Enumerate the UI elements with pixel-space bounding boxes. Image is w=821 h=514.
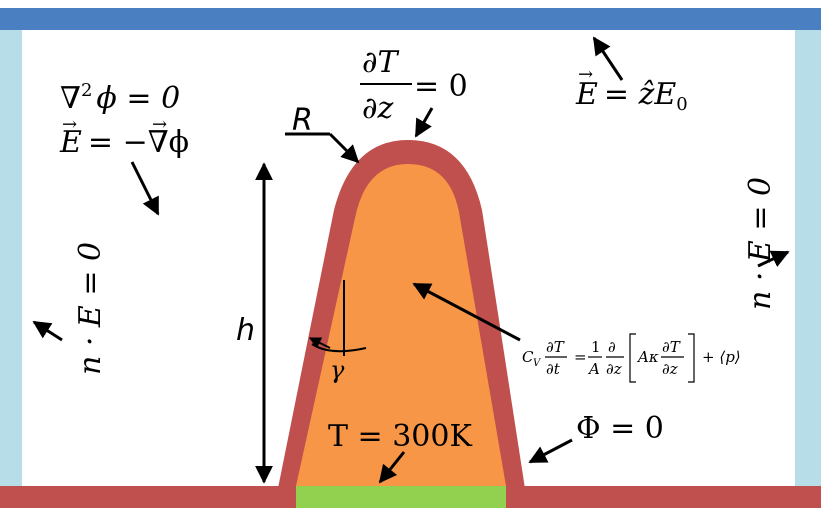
svg-text:∂T: ∂T (546, 338, 565, 356)
left-side-boundary (0, 30, 22, 486)
angle-label: γ (330, 356, 345, 384)
vector-arrow-E1: → (62, 114, 77, 135)
vector-arrow-grad: → (152, 114, 167, 135)
right-boundary-condition: n · E = 0 (743, 177, 778, 310)
svg-text:∂T: ∂T (662, 338, 681, 356)
arrow-left-bc (32, 320, 63, 342)
svg-text:1: 1 (591, 338, 601, 356)
arrow-potential-zero (528, 438, 573, 464)
angle-arrow (308, 337, 331, 349)
arrow-right-bc (757, 250, 790, 268)
arrow-laplace (130, 161, 160, 216)
svg-text:∂: ∂ (608, 338, 616, 356)
radius-label: R (292, 103, 313, 138)
flux-numerator: ∂T (362, 45, 400, 80)
arrow-flux (414, 107, 434, 138)
svg-text:A: A (587, 360, 600, 378)
svg-text:∂z: ∂z (606, 360, 622, 378)
height-label: h (236, 313, 255, 348)
svg-text:V: V (533, 358, 542, 369)
svg-text:Aκ: Aκ (636, 348, 659, 366)
applied-field-label: E= ẑE0 (575, 77, 688, 115)
svg-text:∂t: ∂t (546, 360, 561, 378)
potential-zero-label: Φ = 0 (576, 411, 664, 446)
svg-text:n · E = 0: n · E = 0 (743, 177, 778, 310)
arrow-radius (328, 132, 360, 164)
flux-denominator: ∂z (362, 91, 394, 126)
svg-text:n · E = 0: n · E = 0 (73, 242, 108, 375)
vector-arrow-E2: → (578, 64, 593, 85)
arrow-base-temperature (378, 451, 406, 484)
emitter-tip-core (296, 164, 506, 486)
flux-rhs: = 0 (414, 69, 468, 104)
right-side-boundary (795, 30, 821, 486)
top-electrode (0, 8, 821, 30)
heat-equation: C V ∂T ∂t = 1 A ∂ ∂z Aκ ∂T ∂z + ⟨p⟩ (522, 333, 741, 383)
svg-text:∂z: ∂z (662, 360, 678, 378)
field-gradient-equation: E= −∇ϕ (59, 125, 189, 160)
svg-text:+ ⟨p⟩: + ⟨p⟩ (702, 348, 741, 366)
left-boundary-condition: n · E = 0 (73, 242, 108, 375)
base-contact (296, 486, 506, 508)
arrow-applied-field (592, 36, 624, 81)
base-temperature-label: T = 300K (328, 419, 472, 454)
svg-text:C: C (522, 348, 534, 366)
svg-text:=: = (574, 348, 587, 366)
arrow-heat-equation (412, 282, 521, 342)
